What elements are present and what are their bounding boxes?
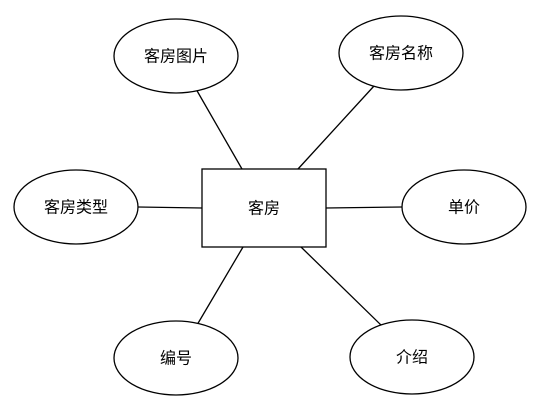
- connector-name: [297, 85, 375, 170]
- attribute-label: 编号: [160, 349, 192, 368]
- attribute-room-type: 客房类型: [13, 169, 139, 245]
- connector-type: [137, 206, 203, 209]
- attribute-unit-price: 单价: [401, 169, 527, 245]
- attribute-ellipse: [338, 15, 464, 91]
- attribute-ellipse: [349, 319, 475, 395]
- attribute-label: 客房名称: [369, 44, 433, 63]
- connector-intro: [300, 246, 384, 328]
- connector-image: [195, 88, 243, 170]
- attribute-number: 编号: [113, 320, 239, 396]
- attribute-introduction: 介绍: [349, 319, 475, 395]
- attribute-label: 客房图片: [144, 47, 208, 66]
- attribute-label: 客房类型: [44, 198, 108, 217]
- attribute-ellipse: [113, 18, 239, 94]
- attribute-room-image: 客房图片: [113, 18, 239, 94]
- entity-room: 客房: [201, 168, 327, 248]
- connector-number: [196, 246, 244, 326]
- attribute-label: 单价: [448, 198, 480, 217]
- attribute-label: 介绍: [396, 348, 428, 367]
- attribute-ellipse: [113, 320, 239, 396]
- attribute-ellipse: [401, 169, 527, 245]
- entity-label: 客房: [248, 199, 280, 218]
- entity-box: [201, 168, 327, 248]
- attribute-ellipse: [13, 169, 139, 245]
- connector-price: [325, 206, 403, 209]
- attribute-room-name: 客房名称: [338, 15, 464, 91]
